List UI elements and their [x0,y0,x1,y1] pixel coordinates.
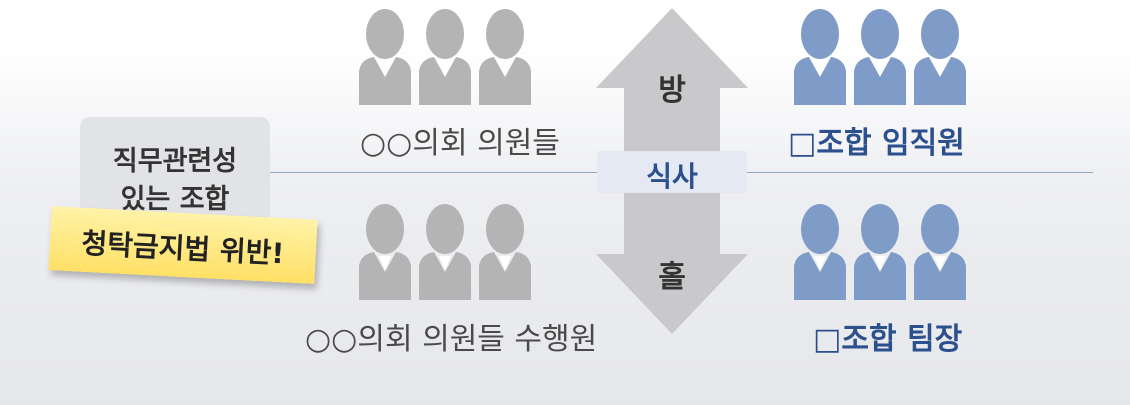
arrow-top-text: 방 [658,73,686,108]
arrow-bottom-text: 홀 [658,260,686,295]
violation-sticky-note: 청탁금지법 위반! [48,206,318,284]
meal-label: 식사 [646,160,698,193]
label-council-members: ○○의회 의원들 [360,126,560,161]
violation-text: 청탁금지법 위반! [80,226,285,271]
people-group-top-right [794,9,966,105]
label-council-aides: ○○의회 의원들 수행원 [305,322,598,357]
label-union-team-leader: □조합 팀장 [813,322,963,357]
people-group-bottom-right [794,204,966,300]
meal-label-box: 식사 [597,151,747,193]
people-group-top-left [359,9,531,105]
related-union-box: 직무관련성 있는 조합 [80,117,270,225]
people-group-bottom-left [359,204,531,300]
label-union-staff: □조합 임직원 [788,126,965,161]
related-union-line1: 직무관련성 [112,146,238,177]
